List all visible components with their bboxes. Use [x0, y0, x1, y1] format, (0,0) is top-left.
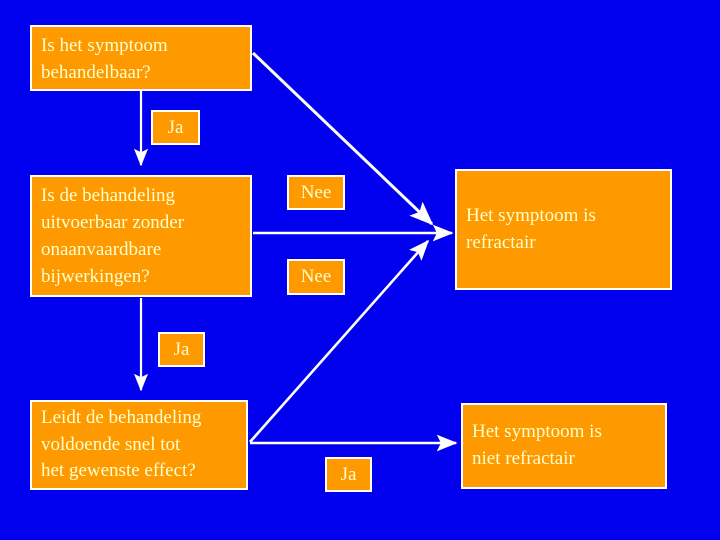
outcome-box-symptom-is-refractory[interactable]: Het symptoom is refractair — [455, 169, 672, 290]
edge-label-q3-yes: Ja — [325, 457, 372, 492]
question-box-does-treatment-work-fast-enough[interactable]: Leidt de behandeling voldoende snel tot … — [30, 400, 248, 490]
edge-label-q1-no: Nee — [287, 175, 345, 210]
question-box-is-treatment-feasible[interactable]: Is de behandeling uitvoerbaar zonder ona… — [30, 175, 252, 297]
outcome-box-symptom-is-not-refractory[interactable]: Het symptoom is niet refractair — [461, 403, 667, 489]
edge-label-q1-yes: Ja — [151, 110, 200, 145]
edge-label-q2-yes: Ja — [158, 332, 205, 367]
edge-label-q2-no: Nee — [287, 259, 345, 295]
question-box-is-symptom-treatable[interactable]: Is het symptoom behandelbaar? — [30, 25, 252, 91]
